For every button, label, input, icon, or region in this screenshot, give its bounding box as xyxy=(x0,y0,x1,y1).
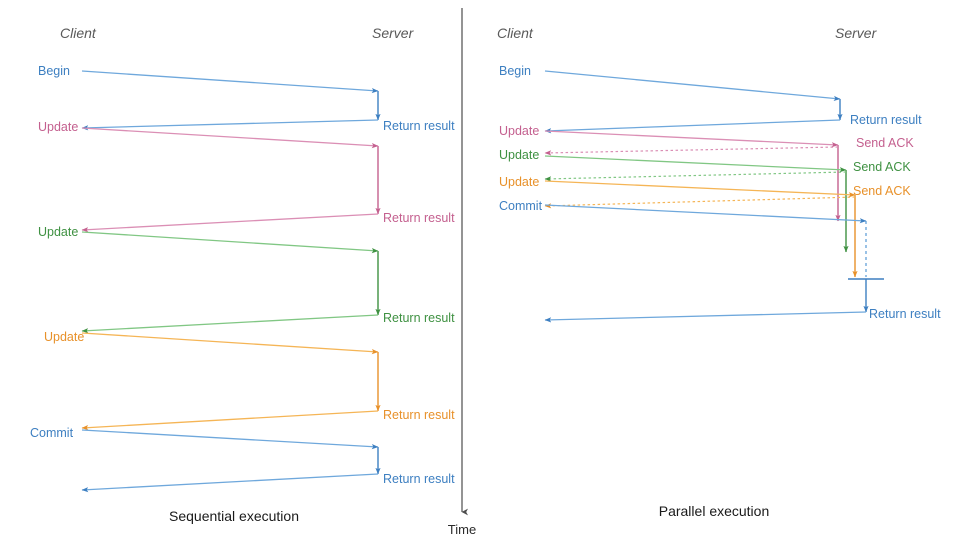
label-update-1: Update xyxy=(499,124,539,138)
label-update-3: Update xyxy=(499,175,539,189)
time-axis-label: Time xyxy=(448,522,476,537)
label-commit: Commit xyxy=(30,426,74,440)
lane-header-client: Client xyxy=(497,25,534,41)
label-return-begin: Return result xyxy=(850,113,922,127)
message-update-3 xyxy=(81,332,379,355)
message-return-u3 xyxy=(81,410,379,431)
lane-header-client: Client xyxy=(60,25,97,41)
message-begin xyxy=(544,70,841,102)
label-ack-3: Send ACK xyxy=(853,184,911,198)
message-update-1 xyxy=(81,127,379,149)
label-update-2: Update xyxy=(38,225,78,239)
message-return-begin xyxy=(544,119,841,134)
label-ack-2: Send ACK xyxy=(853,160,911,174)
message-return-begin xyxy=(81,119,379,131)
message-update-1 xyxy=(544,130,839,148)
caption-parallel: Parallel execution xyxy=(659,503,770,519)
label-ack-1: Send ACK xyxy=(856,136,914,150)
label-update-2: Update xyxy=(499,148,539,162)
label-return-begin: Return result xyxy=(383,119,455,133)
label-update-3: Update xyxy=(44,330,84,344)
label-begin: Begin xyxy=(38,64,70,78)
message-commit xyxy=(81,429,379,450)
label-return-u2: Return result xyxy=(383,311,455,325)
ack-reply-ack-2 xyxy=(544,171,847,182)
lane-header-server: Server xyxy=(372,25,415,41)
ack-reply-ack-3 xyxy=(544,196,856,209)
message-commit xyxy=(544,204,867,224)
label-return-u1: Return result xyxy=(383,211,455,225)
message-return-commit xyxy=(544,311,867,323)
message-update-3 xyxy=(544,180,856,198)
lane-header-server: Server xyxy=(835,25,878,41)
label-return-commit: Return result xyxy=(383,472,455,486)
label-commit: Commit xyxy=(499,199,543,213)
caption-sequential: Sequential execution xyxy=(169,508,299,524)
message-return-u2 xyxy=(81,314,379,334)
label-return-u3: Return result xyxy=(383,408,455,422)
ack-reply-ack-1 xyxy=(544,146,839,156)
message-return-u1 xyxy=(81,213,379,233)
message-update-2 xyxy=(544,155,847,173)
message-update-2 xyxy=(81,231,379,254)
message-return-commit xyxy=(81,473,379,493)
label-begin: Begin xyxy=(499,64,531,78)
message-begin xyxy=(81,70,379,94)
label-update-1: Update xyxy=(38,120,78,134)
label-return-commit: Return result xyxy=(869,307,941,321)
time-axis: Time xyxy=(448,8,476,537)
